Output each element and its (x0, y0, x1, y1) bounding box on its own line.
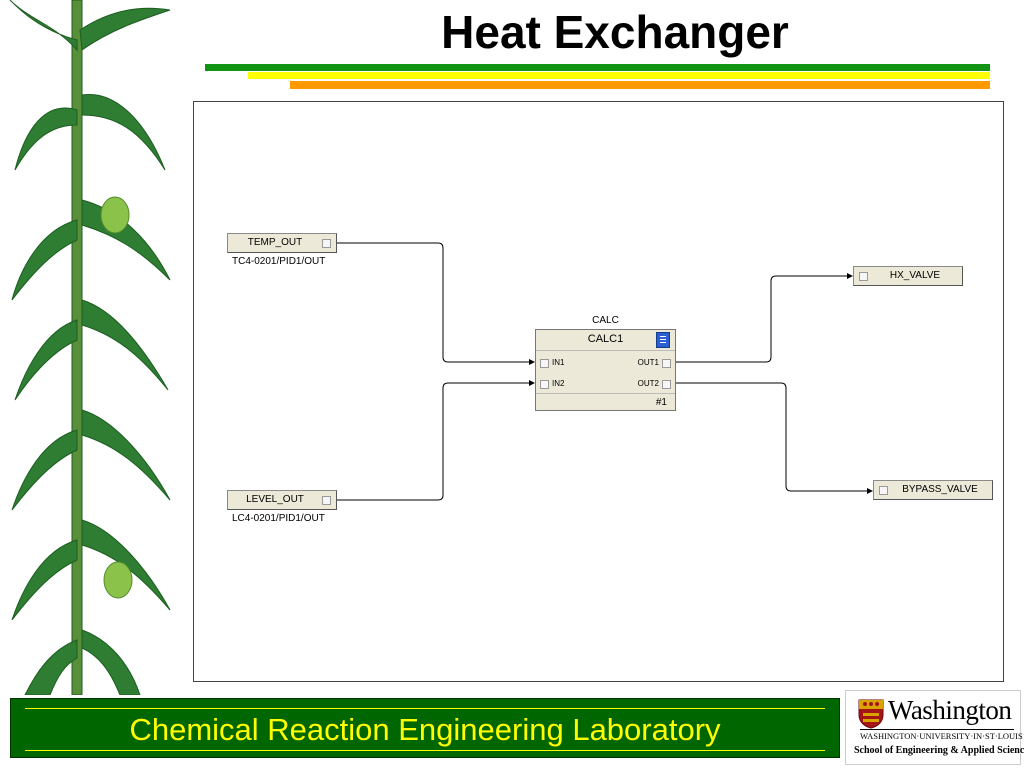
pin-checkbox[interactable] (540, 359, 549, 368)
pin-in2[interactable]: IN2 (540, 379, 565, 389)
pin-label: IN2 (552, 379, 565, 388)
block-divider (536, 393, 675, 394)
title-rule-yellow (248, 72, 990, 79)
university-logo: Washington WASHINGTON·UNIVERSITY·IN·ST·L… (845, 690, 1024, 765)
connector-checkbox[interactable] (322, 496, 331, 505)
input-ref-label: TEMP_OUT (247, 237, 303, 248)
block-divider (536, 350, 675, 351)
output-ref-label: BYPASS_VALVE (902, 484, 978, 495)
output-ref-label: HX_VALVE (889, 270, 941, 281)
input-ref-label: LEVEL_OUT (246, 494, 304, 505)
title-rule-green (205, 64, 990, 71)
calc-function-block[interactable]: CALC1 IN1 IN2 OUT1 OUT2 #1 (535, 329, 676, 411)
connector-checkbox[interactable] (322, 239, 331, 248)
output-ref-hx-valve[interactable]: HX_VALVE (853, 266, 963, 286)
title-rule-orange (290, 81, 990, 89)
diagram-wires (337, 242, 873, 501)
pin-label: OUT2 (637, 379, 659, 388)
shield-icon (858, 699, 884, 729)
footer-rule (25, 708, 825, 709)
input-ref-source: TC4-0201/PID1/OUT (232, 256, 326, 267)
pin-out1[interactable]: OUT1 (637, 358, 671, 368)
connector-checkbox[interactable] (859, 272, 868, 281)
pin-label: IN1 (552, 358, 565, 367)
input-ref-temp-out[interactable]: TEMP_OUT (227, 233, 337, 253)
footer-banner: Chemical Reaction Engineering Laboratory (10, 698, 840, 758)
pin-checkbox[interactable] (662, 380, 671, 389)
wire-out1-to-hx-valve (676, 273, 853, 363)
slide-title: Heat Exchanger (441, 6, 789, 58)
function-block-diagram: TEMP_OUT TC4-0201/PID1/OUT LEVEL_OUT LC4… (193, 101, 1004, 682)
corn-plant-decoration (9, 0, 171, 695)
footer-rule (25, 750, 825, 751)
input-ref-level-out[interactable]: LEVEL_OUT (227, 490, 337, 510)
output-ref-bypass-valve[interactable]: BYPASS_VALVE (873, 480, 993, 500)
execution-order: #1 (655, 397, 667, 408)
block-document-icon[interactable] (656, 332, 670, 348)
logo-name: Washington (888, 695, 1012, 725)
pin-out2[interactable]: OUT2 (637, 379, 671, 389)
block-name: CALC1 (587, 333, 624, 345)
block-type-label: CALC (592, 315, 619, 326)
footer-text: Chemical Reaction Engineering Laboratory (129, 712, 721, 747)
wire-level-out-to-in2 (337, 380, 535, 501)
connector-checkbox[interactable] (879, 486, 888, 495)
logo-university: WASHINGTON·UNIVERSITY·IN·ST·LOUIS (860, 729, 1023, 741)
logo-school: School of Engineering & Applied Science (854, 745, 1024, 756)
pin-checkbox[interactable] (540, 380, 549, 389)
wire-out2-to-bypass-valve (676, 382, 873, 494)
pin-label: OUT1 (637, 358, 659, 367)
wire-temp-out-to-in1 (337, 242, 535, 365)
pin-checkbox[interactable] (662, 359, 671, 368)
pin-in1[interactable]: IN1 (540, 358, 565, 368)
input-ref-source: LC4-0201/PID1/OUT (232, 513, 325, 524)
